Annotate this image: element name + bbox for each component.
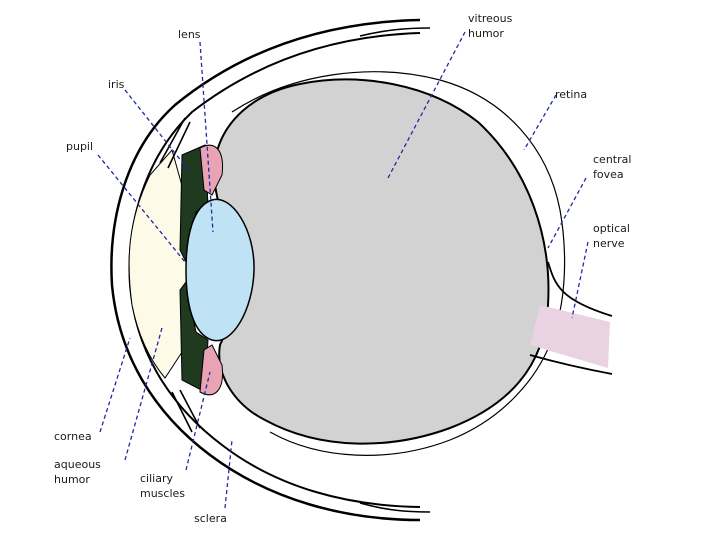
leader-retina <box>523 94 557 151</box>
leader-optic-nerve <box>571 241 589 319</box>
top-outer-stroke <box>359 27 431 37</box>
optic-nerve <box>530 305 610 368</box>
sclera-outer-outline <box>110 18 421 522</box>
lower-eyelid-strokes <box>171 389 201 433</box>
label-iris: iris <box>108 78 125 91</box>
leader-iris <box>124 89 191 173</box>
leader-lens <box>199 41 214 233</box>
optic-nerve-lower-edge <box>529 354 613 375</box>
label-pupil: pupil <box>66 140 93 153</box>
bottom-outer-stroke <box>359 502 431 513</box>
vitreous-body <box>213 78 550 445</box>
ciliary-muscle-upper <box>199 144 224 196</box>
label-ciliary-muscles: ciliary muscles <box>140 472 185 500</box>
label-sclera: sclera <box>194 512 227 525</box>
upper-eyelid-strokes <box>159 117 191 169</box>
label-aqueous-humor: aqueous humor <box>54 458 104 486</box>
leader-aqueous <box>124 327 163 461</box>
label-lens: lens <box>178 28 201 41</box>
retina-line <box>231 71 566 456</box>
leader-pupil <box>97 154 186 263</box>
leader-sclera <box>224 439 233 509</box>
ciliary-muscle-lower <box>199 344 224 396</box>
leader-ciliary <box>185 371 211 471</box>
label-retina: retina <box>555 88 587 101</box>
aqueous-humor-chamber <box>128 148 191 379</box>
leader-cornea <box>99 337 131 433</box>
lens-body <box>185 198 255 342</box>
label-vitreous-humor: vitreous humor <box>468 12 516 40</box>
optic-nerve-upper-edge <box>547 261 613 317</box>
label-optical-nerve: optical nerve <box>593 222 633 250</box>
iris-upper <box>179 144 209 264</box>
label-cornea: cornea <box>54 430 92 443</box>
leader-fovea <box>547 177 587 249</box>
label-central-fovea: central fovea <box>593 153 635 181</box>
